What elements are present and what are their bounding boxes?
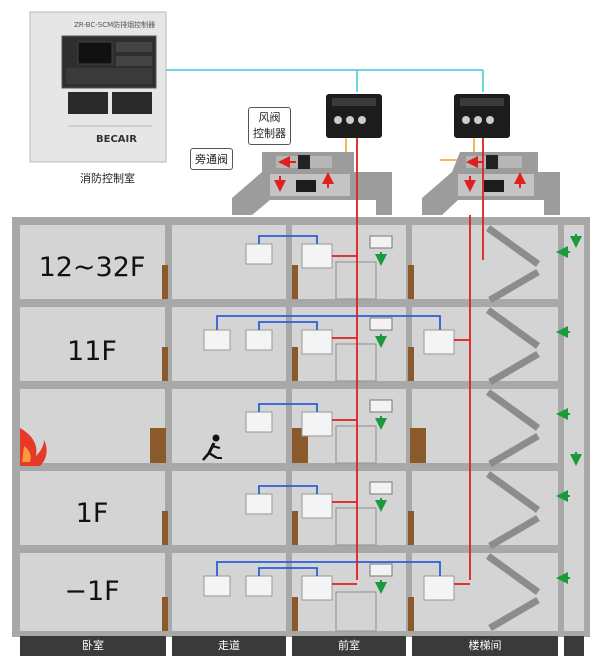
bypass-valve-callout: 旁通阀	[190, 148, 233, 170]
zone-shaft	[564, 636, 584, 656]
blue-signal-wiring	[216, 235, 441, 576]
vent-grilles	[369, 235, 393, 577]
roof-duct-left	[232, 152, 392, 215]
damper-controller-callout: 风阀 控制器	[248, 107, 291, 145]
zone-front-room: 前室	[292, 636, 406, 656]
fire-control-panel	[29, 11, 167, 163]
zone-corridor: 走道	[172, 636, 286, 656]
damper-controller-right	[454, 94, 510, 138]
roof-duct-right	[422, 152, 560, 215]
fire-detectors	[203, 243, 455, 601]
control-bus	[166, 69, 484, 92]
evacuation-person-icon	[202, 434, 222, 461]
panel-header: ZR-BC-SCM防排烟控制器	[74, 21, 156, 29]
floor-label-12-32: 12~32F	[38, 252, 146, 283]
red-riser-wiring	[332, 138, 484, 585]
doors	[150, 265, 426, 631]
zone-stairwell: 楼梯间	[412, 636, 558, 656]
zone-bedroom: 卧室	[20, 636, 166, 656]
stair-flights	[485, 225, 541, 632]
floor-label-11: 11F	[67, 336, 117, 367]
damper-controller-left	[326, 94, 382, 138]
green-airflow-arrows	[375, 234, 582, 594]
control-room-label: 消防控制室	[80, 172, 135, 185]
floor-label-minus-1: −1F	[64, 576, 120, 607]
panel-brand: BECAIR	[96, 134, 137, 145]
floor-label-1: 1F	[75, 498, 109, 529]
elevator-shaft	[335, 261, 377, 632]
fire-icon	[20, 428, 47, 466]
roof-airflow-arrows	[274, 156, 526, 192]
